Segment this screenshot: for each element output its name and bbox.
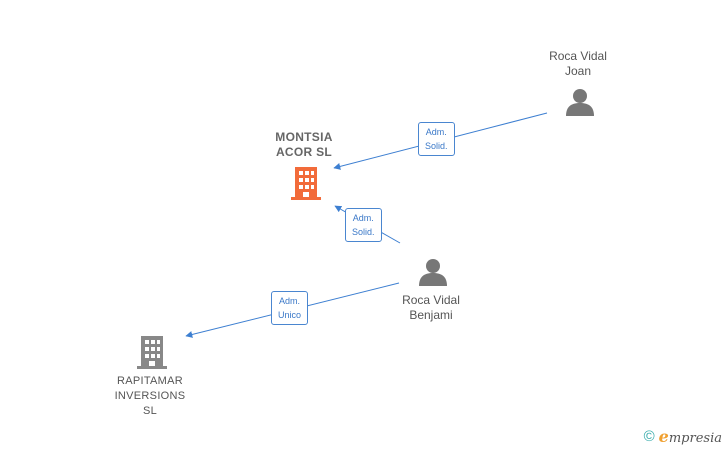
building-icon-montsia[interactable] bbox=[291, 167, 321, 200]
brand-name: mpresia bbox=[668, 431, 722, 446]
node-label-joan[interactable]: Roca Vidal Joan bbox=[549, 49, 607, 78]
edge-label-benjami-montsia[interactable]: Adm. Solid. bbox=[345, 208, 382, 242]
building-icon-rapitamar[interactable] bbox=[137, 336, 167, 369]
node-label-rapitamar[interactable]: RAPITAMAR INVERSIONS SL bbox=[114, 375, 186, 417]
brand-e: e bbox=[658, 427, 669, 446]
edge-label-benjami-rapitamar[interactable]: Adm. Unico bbox=[271, 291, 309, 325]
copyright-icon: © bbox=[643, 428, 655, 445]
person-icon-joan[interactable] bbox=[566, 89, 594, 116]
edge-label-joan-montsia[interactable]: Adm. Solid. bbox=[418, 122, 455, 156]
brand-logo: © empresia bbox=[644, 427, 722, 446]
person-icon-benjami[interactable] bbox=[419, 259, 447, 286]
node-label-montsia[interactable]: MONTSIA ACOR SL bbox=[275, 130, 333, 159]
node-label-benjami[interactable]: Roca Vidal Benjami bbox=[402, 293, 460, 322]
